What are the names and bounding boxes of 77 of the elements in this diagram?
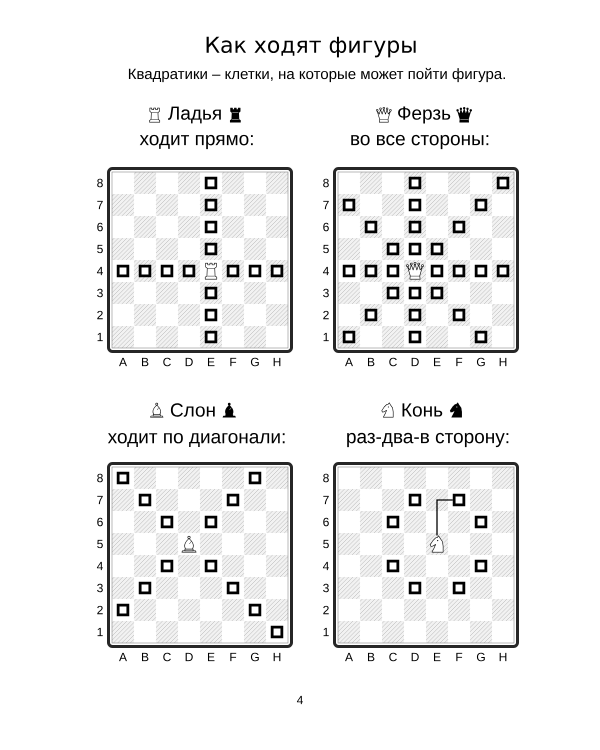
- file-label: E: [434, 358, 440, 366]
- title: Как ходят фигуры: [206, 36, 416, 58]
- file-label: F: [230, 358, 236, 366]
- file-label: G: [250, 652, 259, 662]
- file-label: G: [476, 358, 485, 366]
- file-label: C: [163, 652, 171, 662]
- rank-label: 4: [322, 266, 329, 276]
- rank-label: 2: [323, 310, 329, 320]
- rank-label: 2: [323, 606, 329, 614]
- file-label: E: [208, 652, 214, 662]
- file-label: A: [345, 358, 353, 366]
- move-description: раз-два-в сторону:: [347, 432, 508, 448]
- rank-label: 5: [323, 244, 329, 254]
- file-label: A: [345, 652, 353, 662]
- file-label: D: [412, 652, 419, 662]
- piece-name: Слон: [170, 403, 215, 417]
- file-label: C: [389, 652, 397, 662]
- rank-label: 1: [98, 628, 103, 636]
- rank-label: 4: [322, 562, 329, 570]
- file-label: H: [500, 652, 506, 662]
- file-label: D: [186, 652, 193, 662]
- piece-name: Ферзь: [398, 106, 450, 124]
- file-label: B: [368, 358, 374, 366]
- file-label: D: [412, 358, 419, 366]
- rank-label: 2: [97, 606, 103, 614]
- rank-label: 4: [96, 562, 103, 570]
- rank-label: 6: [323, 222, 329, 232]
- rank-label: 6: [323, 518, 329, 526]
- rank-label: 3: [323, 584, 329, 592]
- file-label: B: [142, 358, 148, 366]
- file-label: F: [456, 652, 462, 662]
- rank-label: 5: [97, 540, 103, 548]
- move-description: ходит прямо:: [140, 134, 253, 150]
- move-description: во все стороны:: [351, 134, 488, 150]
- subtitle: Квадратики – клетки, на которые может пойти фигура.: [128, 68, 505, 82]
- rank-label: 7: [323, 496, 329, 504]
- file-label: H: [500, 358, 506, 366]
- rank-label: 7: [97, 496, 103, 504]
- rank-label: 7: [323, 200, 329, 210]
- rank-label: 6: [97, 518, 103, 526]
- rank-label: 1: [324, 628, 329, 636]
- rank-label: 5: [323, 540, 329, 548]
- rank-label: 5: [97, 244, 103, 254]
- file-label: E: [434, 652, 440, 662]
- rank-label: 3: [323, 288, 329, 298]
- rank-label: 3: [97, 288, 103, 298]
- rank-label: 8: [97, 474, 103, 482]
- file-label: H: [274, 652, 280, 662]
- file-label: A: [119, 652, 127, 662]
- file-label: E: [208, 358, 214, 366]
- rank-label: 1: [324, 332, 329, 342]
- file-label: C: [163, 358, 171, 366]
- rank-label: 2: [97, 310, 103, 320]
- piece-name: Ладья: [168, 106, 221, 124]
- rank-label: 8: [323, 178, 329, 188]
- file-label: A: [119, 358, 127, 366]
- file-label: H: [274, 358, 280, 366]
- file-label: C: [389, 358, 397, 366]
- file-label: G: [476, 652, 485, 662]
- move-marker: [452, 494, 466, 506]
- file-label: B: [368, 652, 374, 662]
- rank-label: 8: [323, 474, 329, 482]
- piece-name: Конь: [402, 403, 442, 417]
- file-label: F: [230, 652, 236, 662]
- rank-label: 7: [97, 200, 103, 210]
- file-label: F: [456, 358, 462, 366]
- rank-label: 6: [97, 222, 103, 232]
- file-label: G: [250, 358, 259, 366]
- rank-label: 1: [98, 332, 103, 342]
- knight-icon: [430, 536, 444, 552]
- rank-label: 8: [97, 178, 103, 188]
- page-number: 4: [296, 696, 303, 704]
- file-label: B: [142, 652, 148, 662]
- file-label: D: [186, 358, 193, 366]
- move-description: ходит по диагонали:: [108, 433, 285, 447]
- rank-label: 4: [96, 266, 103, 276]
- rank-label: 3: [97, 584, 103, 592]
